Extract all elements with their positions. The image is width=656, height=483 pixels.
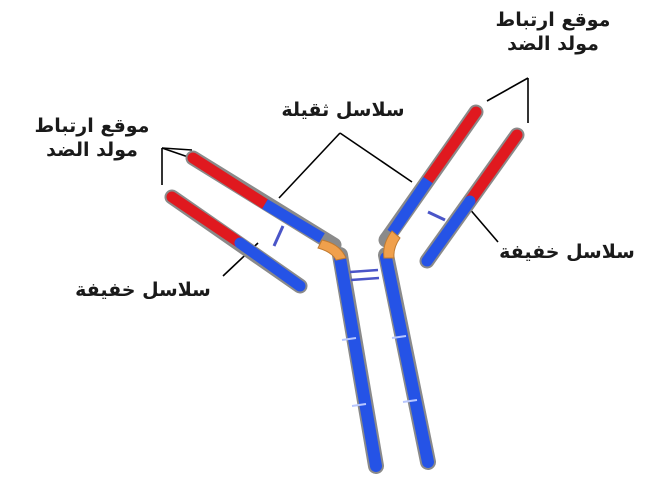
label-heavy-chains: سلاسل ثقيلة — [281, 99, 405, 121]
label-antigen-site-left-line1: موقع ارتباط — [34, 115, 150, 137]
left-hinge — [317, 239, 347, 261]
left-stem — [332, 247, 384, 474]
label-antigen-site-left-line2: مولد الضد — [46, 139, 138, 161]
stem-bonds — [349, 268, 380, 282]
label-antigen-site-right: موقع ارتباط مولد الضد — [468, 8, 638, 56]
label-antigen-site-right-line2: مولد الضد — [507, 33, 599, 55]
right-light-chain — [419, 127, 525, 269]
left-arm-bond — [272, 225, 285, 247]
pointer-antigen-left-c — [161, 147, 193, 151]
pointer-heavy-right — [339, 132, 413, 183]
left-heavy-arm — [185, 150, 342, 253]
left-light-chain — [164, 189, 308, 294]
label-antigen-site-left: موقع ارتباط مولد الضد — [12, 114, 172, 162]
pointer-light-right — [467, 206, 499, 243]
pointer-antigen-right-a — [486, 77, 529, 102]
right-heavy-arm — [378, 104, 484, 248]
right-arm-bond — [427, 210, 446, 222]
label-light-chains-left: سلاسل خفيفة — [75, 279, 211, 301]
right-stem — [378, 247, 436, 470]
pointer-heavy-left — [278, 132, 341, 199]
label-antigen-site-right-line1: موقع ارتباط — [495, 9, 611, 31]
right-hinge — [383, 230, 401, 259]
label-light-chains-right: سلاسل خفيفة — [499, 241, 635, 263]
